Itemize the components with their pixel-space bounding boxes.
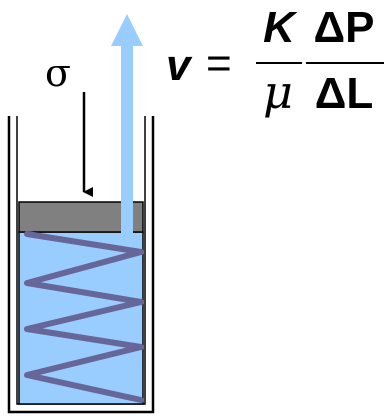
equation-denominator-dl: ΔL [315, 69, 374, 118]
equation-lhs: v [166, 41, 193, 90]
equation-numerator-dp: ΔP [314, 3, 375, 52]
equation-numerator-k: K [263, 3, 298, 52]
flow-arrow [111, 14, 143, 240]
stress-label: σ [45, 51, 71, 95]
spring [24, 231, 144, 403]
darcy-equation: v = K μ ΔP ΔL [166, 3, 384, 119]
equation-denominator-mu: μ [263, 65, 293, 119]
equation-equals: = [206, 39, 232, 88]
